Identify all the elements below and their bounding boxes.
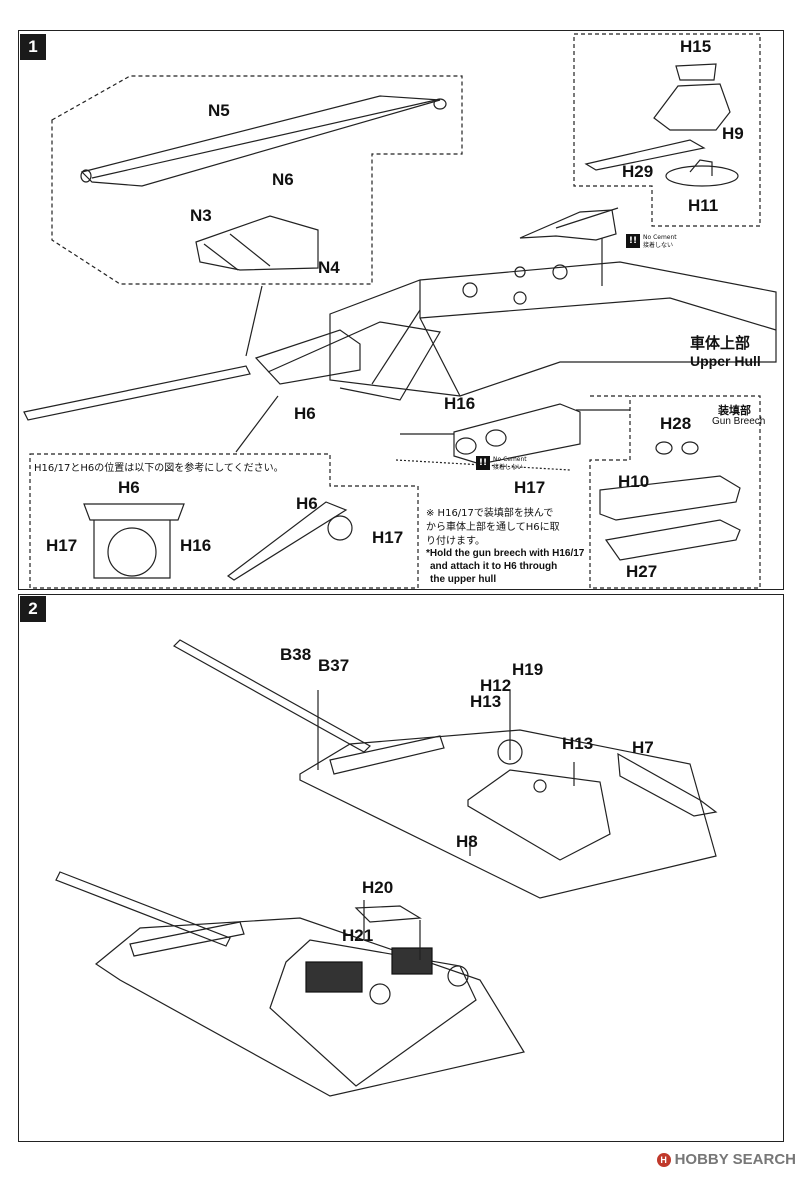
part-label-h8: H8	[456, 832, 478, 851]
part-label-h6-detail-right: H6	[296, 494, 318, 513]
n5-n6-rod	[80, 95, 441, 187]
step-2-badge: 2	[20, 596, 46, 622]
assembly-note-jp-2: から車体上部を通してH6に取	[426, 522, 560, 533]
h11-ring	[665, 165, 739, 187]
part-label-h13-b: H13	[562, 734, 594, 753]
part-label-h16: H16	[444, 394, 476, 413]
n-parts-dashed-box	[51, 75, 463, 285]
assembly-note-en-3: the upper hull	[430, 574, 497, 585]
n3-n4-part	[195, 215, 319, 271]
part-label-h19: H19	[512, 660, 544, 679]
part-label-h15: H15	[680, 37, 712, 56]
part-label-h17: H17	[514, 478, 546, 497]
upper-hull-label-en: Upper Hull	[690, 353, 761, 369]
no-cement-en: No Cement	[643, 234, 677, 241]
no-cement-icon: !!	[626, 234, 640, 248]
h10-part	[599, 475, 741, 521]
no-cement-en: No Cement	[493, 456, 527, 463]
no-cement-icon: !!	[476, 456, 490, 470]
watermark-text: HOBBY SEARCH	[674, 1151, 796, 1168]
part-label-n3: N3	[190, 206, 212, 225]
gun-breech-label-en: Gun Breech	[712, 416, 766, 427]
part-label-h29: H29	[622, 162, 654, 181]
detail-dashed-box	[29, 453, 419, 589]
no-cement-jp: 接着しない	[643, 242, 674, 249]
upper-hull-3	[94, 917, 525, 1097]
part-label-h9: H9	[722, 124, 744, 143]
gun-breech-dashed-box	[589, 395, 761, 589]
h6-detail-right	[226, 501, 348, 581]
part-label-h28: H28	[660, 414, 692, 433]
assembly-note-en-2: and attach it to H6 through	[430, 561, 558, 572]
part-label-h11: H11	[688, 196, 719, 215]
upper-hull-1	[329, 261, 777, 397]
part-label-n5: N5	[208, 101, 230, 120]
step-2-panel	[18, 594, 784, 1142]
step-1-badge: 1	[20, 34, 46, 60]
part-label-h20: H20	[362, 878, 394, 897]
h7-part	[617, 752, 718, 817]
part-label-h6: H6	[294, 404, 316, 423]
no-cement-jp: 接着しない	[493, 464, 524, 471]
turret-dashed-box	[573, 33, 761, 227]
part-label-b37: B37	[318, 656, 350, 675]
part-label-n4: N4	[318, 258, 340, 277]
gun-barrel-3	[55, 871, 231, 947]
part-label-h10: H10	[618, 472, 650, 491]
part-label-b38: B38	[280, 645, 312, 664]
part-label-n6: N6	[272, 170, 294, 189]
breech-h16-h17	[453, 403, 581, 465]
gun-breech-label-jp: 装填部	[718, 405, 751, 417]
hobby-search-watermark: H HOBBY SEARCH	[656, 1151, 796, 1168]
assembly-note-jp-3: り付けます。	[426, 536, 485, 547]
small-turret	[519, 209, 617, 241]
upper-hull-label-jp: 車体上部	[690, 335, 751, 352]
assembly-note-en-1: *Hold the gun breech with H16/17	[426, 548, 585, 559]
turret-cupola	[653, 83, 731, 131]
part-label-h21: H21	[342, 926, 374, 945]
hobby-search-logo-icon: H	[656, 1152, 671, 1167]
step-1-panel	[18, 30, 784, 590]
h27-part	[604, 519, 741, 561]
detail-title: H16/17とH6の位置は以下の図を参考にしてください。	[34, 463, 284, 474]
upper-hull-2	[299, 729, 717, 899]
part-label-h17-detail-right: H17	[372, 528, 404, 547]
gun-barrel-1	[23, 365, 251, 421]
part-label-h16-detail: H16	[180, 536, 212, 555]
part-label-h27: H27	[626, 562, 658, 581]
h29-barrel	[584, 139, 706, 171]
h20-part	[354, 905, 422, 923]
part-label-h12: H12	[480, 676, 512, 695]
part-label-h6-detail: H6	[118, 478, 140, 497]
part-label-h7: H7	[632, 738, 654, 757]
part-label-h17-detail-left: H17	[46, 536, 78, 555]
assembly-note-jp-1: ※ H16/17で装填部を挟んで	[426, 508, 554, 519]
part-label-h13-a: H13	[470, 692, 502, 711]
